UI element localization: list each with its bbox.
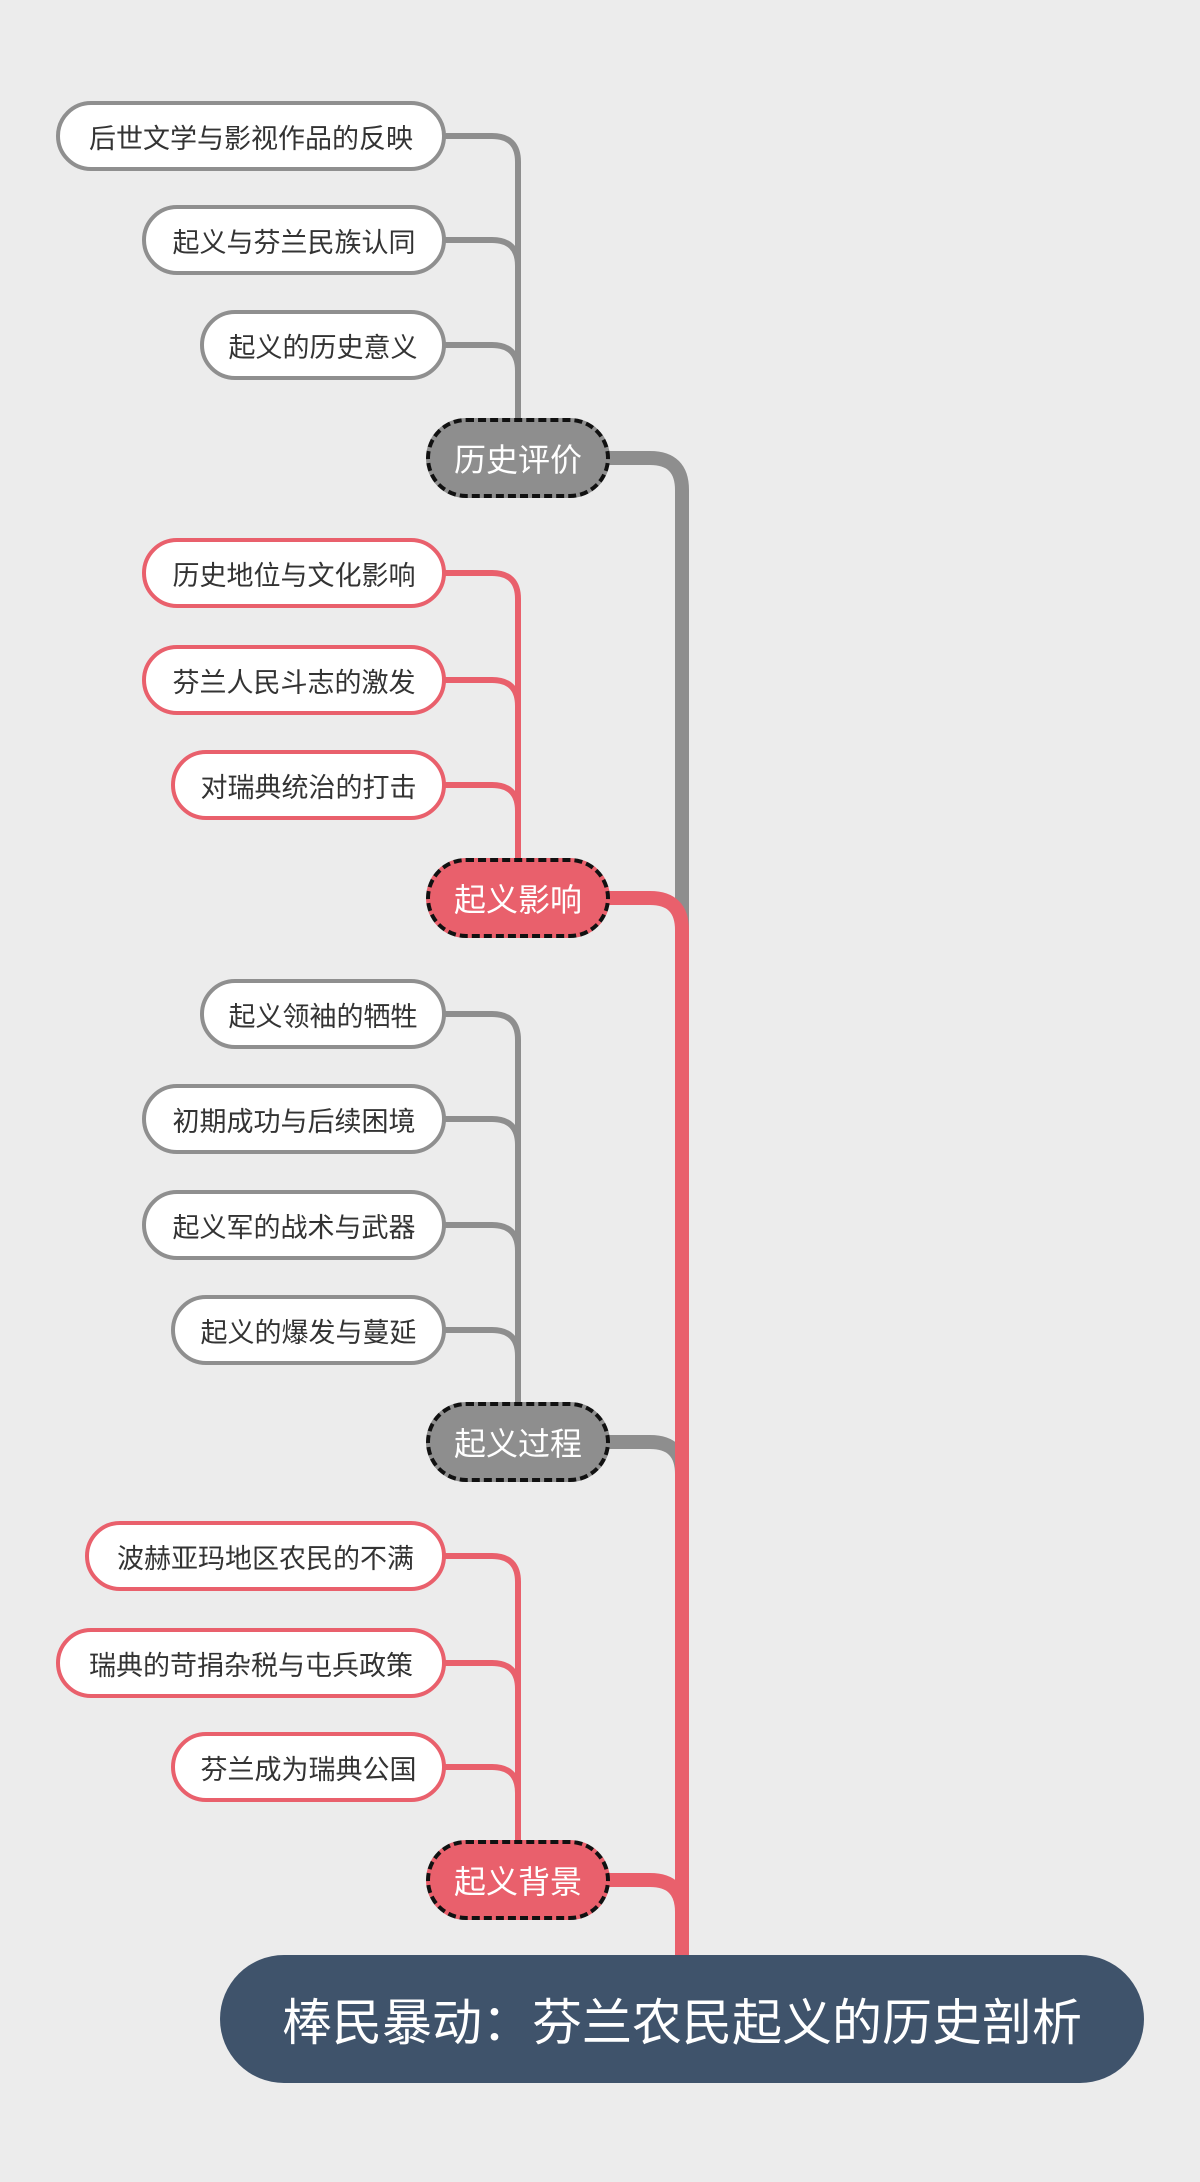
- leaf-node-blow-to-swedish-rule[interactable]: 对瑞典统治的打击: [171, 750, 446, 820]
- leaf-node-tactics-weapons[interactable]: 起义军的战术与武器: [142, 1190, 446, 1260]
- leaf-node-historical-status-culture[interactable]: 历史地位与文化影响: [142, 538, 446, 608]
- branch-line-uprising-impact: [443, 570, 521, 861]
- trunk-line-history-evaluation: [603, 451, 689, 1962]
- leaf-node-later-literature-film[interactable]: 后世文学与影视作品的反映: [56, 101, 446, 171]
- leaf-node-historical-significance[interactable]: 起义的历史意义: [200, 310, 446, 380]
- trunk-line-uprising-background: [603, 1873, 689, 1962]
- leaf-node-taxes-garrison-policy[interactable]: 瑞典的苛捐杂税与屯兵政策: [56, 1628, 446, 1698]
- root-node-title[interactable]: 棒民暴动：芬兰农民起义的历史剖析: [220, 1955, 1144, 2083]
- trunk-line-uprising-impact: [603, 891, 689, 1962]
- branch-line-uprising-process: [443, 1011, 521, 1405]
- leaf-node-national-identity[interactable]: 起义与芬兰民族认同: [142, 205, 446, 275]
- leaf-node-leader-sacrifice[interactable]: 起义领袖的牺牲: [200, 979, 446, 1049]
- branch-line-history-evaluation: [443, 133, 521, 421]
- branch-line-uprising-background: [443, 1553, 521, 1843]
- leaf-node-outbreak-spread[interactable]: 起义的爆发与蔓延: [171, 1295, 446, 1365]
- branch-node-uprising-background[interactable]: 起义背景: [426, 1840, 610, 1920]
- leaf-node-early-success-later-difficulty[interactable]: 初期成功与后续困境: [142, 1084, 446, 1154]
- branch-node-uprising-impact[interactable]: 起义影响: [426, 858, 610, 938]
- branch-node-uprising-process[interactable]: 起义过程: [426, 1402, 610, 1482]
- leaf-node-finland-swedish-duchy[interactable]: 芬兰成为瑞典公国: [171, 1732, 446, 1802]
- leaf-node-peasant-discontent[interactable]: 波赫亚玛地区农民的不满: [85, 1521, 446, 1591]
- branch-node-history-evaluation[interactable]: 历史评价: [426, 418, 610, 498]
- leaf-node-finnish-spirit[interactable]: 芬兰人民斗志的激发: [142, 645, 446, 715]
